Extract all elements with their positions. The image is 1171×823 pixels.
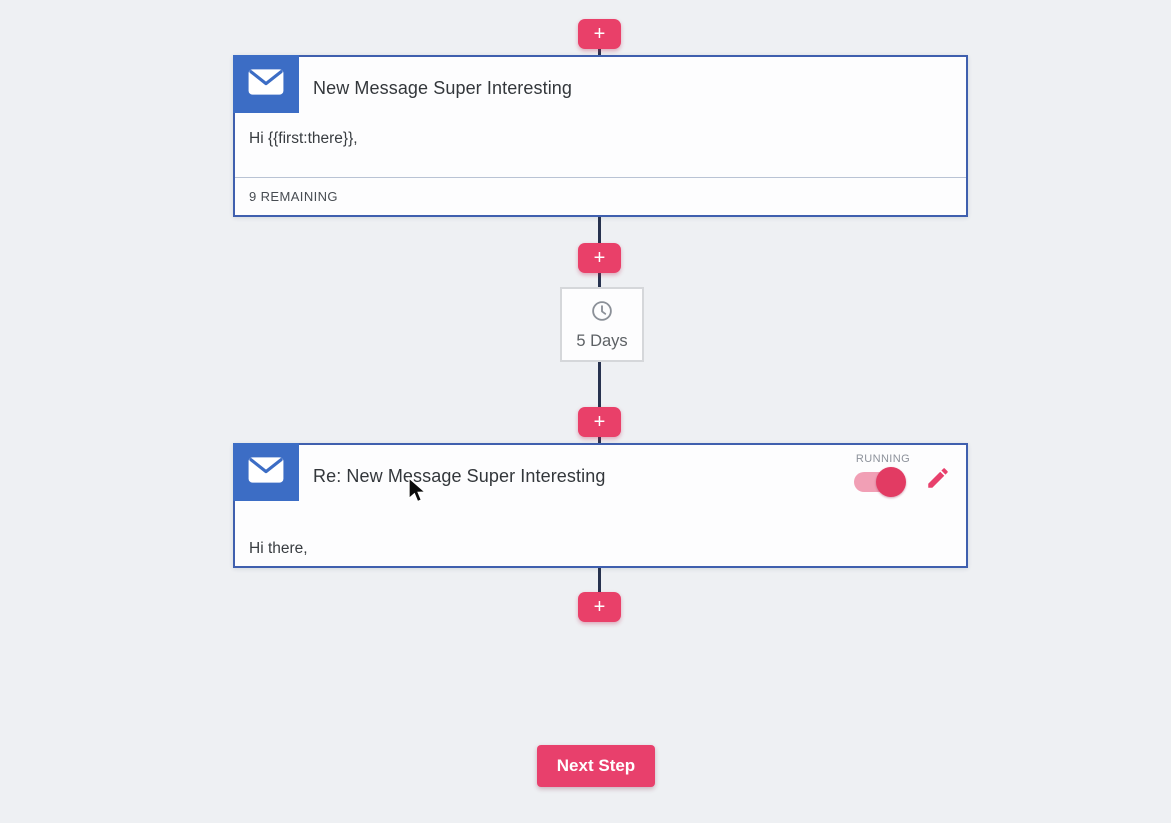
running-status-label: RUNNING [855,453,911,465]
email-body-preview-2: Hi there, [249,540,308,557]
add-step-button-bottom[interactable]: + [578,592,621,622]
add-step-button-after-email-1[interactable]: + [578,243,621,273]
envelope-icon [247,67,285,102]
delay-duration-label: 5 Days [576,332,628,350]
toggle-knob[interactable] [876,467,906,497]
clock-icon [589,298,615,329]
email-subject-1: New Message Super Interesting [313,78,573,98]
next-step-button[interactable]: Next Step [537,745,655,787]
delay-step-card[interactable]: 5 Days [560,287,644,362]
remaining-count-badge: 9 REMAINING [235,177,966,215]
campaign-running-toggle[interactable] [854,467,906,497]
envelope-icon [247,455,285,490]
add-step-button-top[interactable]: + [578,19,621,49]
email-subject-2: Re: New Message Super Interesting [313,466,606,486]
add-step-button-after-delay[interactable]: + [578,407,621,437]
edit-pencil-icon[interactable] [925,465,953,493]
email-step-icon-box [233,55,299,113]
email-step-card-1[interactable]: New Message Super Interesting Hi {{first… [233,55,968,217]
email-step-card-2[interactable]: Re: New Message Super Interesting RUNNIN… [233,443,968,568]
email-body-preview-1: Hi {{first:there}}, [249,130,358,147]
email-step-icon-box [233,443,299,501]
